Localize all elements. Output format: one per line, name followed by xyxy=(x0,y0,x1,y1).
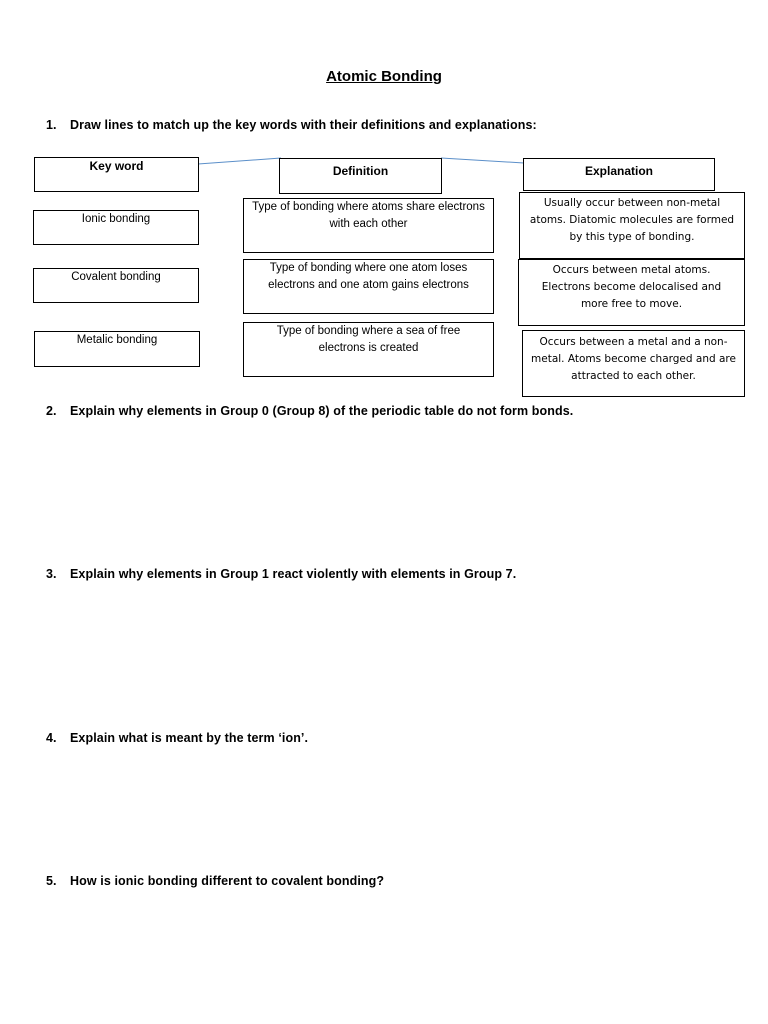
question-text: Draw lines to match up the key words wit… xyxy=(70,118,537,132)
question-number: 5. xyxy=(46,874,57,888)
connector-line xyxy=(197,157,282,165)
explanation-metallic: Occurs between metal atoms. Electrons be… xyxy=(518,259,745,326)
question-5: 5. How is ionic bonding different to cova… xyxy=(46,874,384,888)
question-number: 3. xyxy=(46,567,57,581)
question-number: 1. xyxy=(46,118,57,132)
question-1: 1. Draw lines to match up the key words w… xyxy=(46,118,537,132)
question-2: 2. Explain why elements in Group 0 (Group… xyxy=(46,404,573,418)
key-word-metallic: Metalic bonding xyxy=(34,331,200,367)
question-4: 4. Explain what is meant by the term ‘ion… xyxy=(46,731,308,745)
question-text: Explain what is meant by the term ‘ion’. xyxy=(70,731,309,745)
key-word-covalent: Covalent bonding xyxy=(33,268,199,303)
question-number: 2. xyxy=(46,404,57,418)
page-title: Atomic Bonding xyxy=(326,68,442,85)
definition-ionic: Type of bonding where one atom loses ele… xyxy=(243,259,494,314)
question-text: How is ionic bonding different to covale… xyxy=(70,874,385,888)
header-definition: Definition xyxy=(279,158,442,194)
question-3: 3. Explain why elements in Group 1 react … xyxy=(46,567,516,581)
question-text: Explain why elements in Group 0 (Group 8… xyxy=(70,404,574,418)
key-word-ionic: Ionic bonding xyxy=(33,210,199,245)
header-key-word: Key word xyxy=(34,157,199,192)
connector-line xyxy=(440,157,525,164)
explanation-ionic: Occurs between a metal and a non-metal. … xyxy=(522,330,745,397)
explanation-covalent: Usually occur between non-metal atoms. D… xyxy=(519,192,745,259)
header-explanation: Explanation xyxy=(523,158,715,191)
definition-covalent: Type of bonding where atoms share electr… xyxy=(243,198,494,253)
question-number: 4. xyxy=(46,731,57,745)
definition-metallic: Type of bonding where a sea of free elec… xyxy=(243,322,494,377)
question-text: Explain why elements in Group 1 react vi… xyxy=(70,567,517,581)
